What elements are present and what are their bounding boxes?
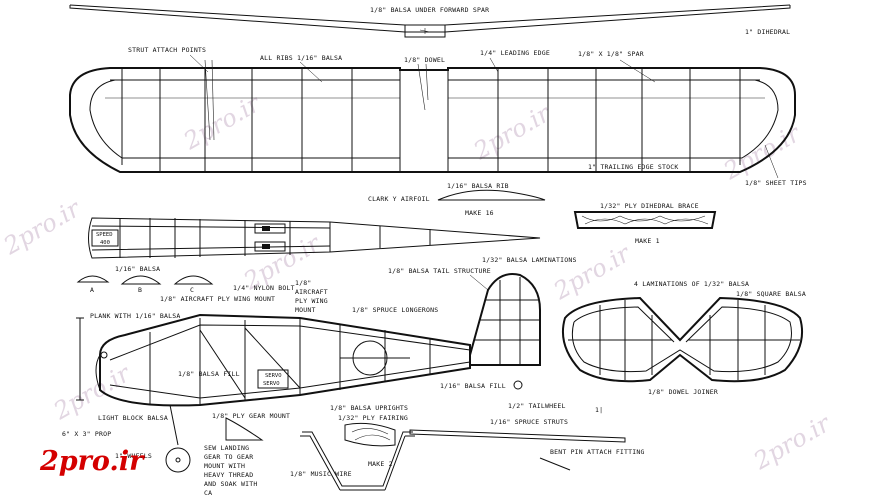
label-spar: 1/8" X 1/8" SPAR — [578, 50, 644, 58]
label-make1: MAKE 1 — [635, 237, 660, 245]
label-balsa-fill: 1/8" BALSA FILL — [178, 370, 240, 378]
label-balsa-fill-116: 1/16" BALSA FILL — [440, 382, 506, 390]
label-square-balsa: 1/8" SQUARE BALSA — [736, 290, 806, 298]
landing-gear — [76, 317, 191, 473]
label-speed-value: 400 — [100, 240, 110, 246]
bulkhead-sections — [76, 275, 214, 285]
label-aircraft-ply-1: 1/8" — [295, 279, 311, 287]
label-make16: MAKE 16 — [465, 209, 494, 217]
label-ply-gear-mount: 1/8" PLY GEAR MOUNT — [212, 412, 290, 420]
tail-fin — [469, 273, 541, 366]
stabilizer — [561, 296, 804, 383]
label-dowel: 1/8" DOWEL — [404, 56, 445, 64]
label-leading-edge: 1/4" LEADING EDGE — [480, 49, 550, 57]
airfoil-rib — [437, 189, 546, 201]
watermark-text: 2pro.ir — [0, 194, 86, 261]
label-balsa-116: 1/16" BALSA — [115, 265, 160, 273]
label-dihedral: 1" DIHEDRAL — [745, 28, 790, 36]
label-balsa-uprights: 1/8" BALSA UPRIGHTS — [330, 404, 408, 412]
label-section-a: A — [90, 286, 94, 294]
label-bent-pin: BENT PIN ATTACH FITTING — [550, 448, 645, 456]
label-sew-6: CA — [204, 489, 212, 497]
label-sew-1: SEW LANDING — [204, 444, 249, 452]
label-sheet-tips: 1/8" SHEET TIPS — [745, 179, 807, 187]
ply-dihedral-brace — [573, 211, 717, 229]
label-balsa-rib: 1/16" BALSA RIB — [447, 182, 509, 190]
label-sew-5: AND SOAK WITH — [204, 480, 257, 488]
label-sew-2: GEAR TO GEAR — [204, 453, 253, 461]
label-ply-wing-mount: 1/8" AIRCRAFT PLY WING MOUNT — [160, 295, 275, 303]
watermark-text: 2pro.ir — [548, 239, 636, 306]
brand-logo: 2pro.ir — [39, 446, 145, 477]
label-laminations: 1/32" BALSA LAMINATIONS — [482, 256, 577, 264]
label-speed: SPEED — [96, 232, 113, 238]
label-aircraft-ply-3: PLY WING — [295, 297, 328, 305]
label-ply-dihedral: 1/32" PLY DIHEDRAL BRACE — [600, 202, 699, 210]
label-music-wire: 1/8" MUSIC WIRE — [290, 470, 352, 478]
label-sew-4: HEAVY THREAD — [204, 471, 253, 479]
fairing-sketches — [225, 417, 396, 447]
label-prop: 6" X 3" PROP — [62, 430, 111, 438]
dihedral-front-view — [69, 4, 791, 38]
label-aircraft-ply-4: MOUNT — [295, 306, 316, 314]
label-servo-1: SERVO — [265, 373, 282, 379]
label-ply-fairing: 1/32" PLY FAIRING — [338, 414, 408, 422]
label-sew-3: MOUNT WITH — [204, 462, 245, 470]
watermark-text: 2pro.ir — [178, 89, 266, 156]
label-trailing-edge: 1" TRAILING EDGE STOCK — [588, 163, 679, 171]
fuselage-top-view — [88, 217, 541, 259]
fuselage-side-view — [95, 313, 471, 407]
label-wheels: 1" WHEELS — [115, 452, 152, 460]
label-light-block: LIGHT BLOCK BALSA — [98, 414, 168, 422]
label-dowel-joiner: 1/8" DOWEL JOINER — [648, 388, 718, 396]
label-plank: PLANK WITH 1/16" BALSA — [90, 312, 181, 320]
label-spruce-struts: 1/16" SPRUCE STRUTS — [490, 418, 568, 426]
watermark-text: 2pro.ir — [468, 99, 556, 166]
label-balsa-under-spar: 1/8" BALSA UNDER FORWARD SPAR — [370, 6, 489, 14]
label-nylon-bolt: 1/4" NYLON BOLT — [233, 284, 295, 292]
label-scale-mark: 1| — [595, 406, 603, 414]
watermark-text: 2pro.ir — [718, 119, 806, 186]
label-aircraft-ply-2: AIRCRAFT — [295, 288, 328, 296]
label-make2: MAKE 2 — [368, 460, 393, 468]
label-tailwheel: 1/2" TAILWHEEL — [508, 402, 566, 410]
label-all-ribs: ALL RIBS 1/16" BALSA — [260, 54, 342, 62]
music-wire-gear — [300, 431, 415, 491]
label-section-c: C — [190, 286, 194, 294]
label-spruce-longerons: 1/8" SPRUCE LONGERONS — [352, 306, 438, 314]
label-section-b: B — [138, 286, 142, 294]
wing-strut — [409, 429, 626, 471]
watermark-text: 2pro.ir — [748, 409, 836, 476]
label-strut-attach: STRUT ATTACH POINTS — [128, 46, 206, 54]
wing-plan-view — [69, 59, 796, 173]
label-servo-2: SERVO — [263, 381, 280, 387]
label-clark-y: CLARK Y AIRFOIL — [368, 195, 430, 203]
label-tail-structure: 1/8" BALSA TAIL STRUCTURE — [388, 267, 491, 275]
label-four-laminations: 4 LAMINATIONS OF 1/32" BALSA — [634, 280, 749, 288]
tailwheel — [513, 380, 523, 390]
